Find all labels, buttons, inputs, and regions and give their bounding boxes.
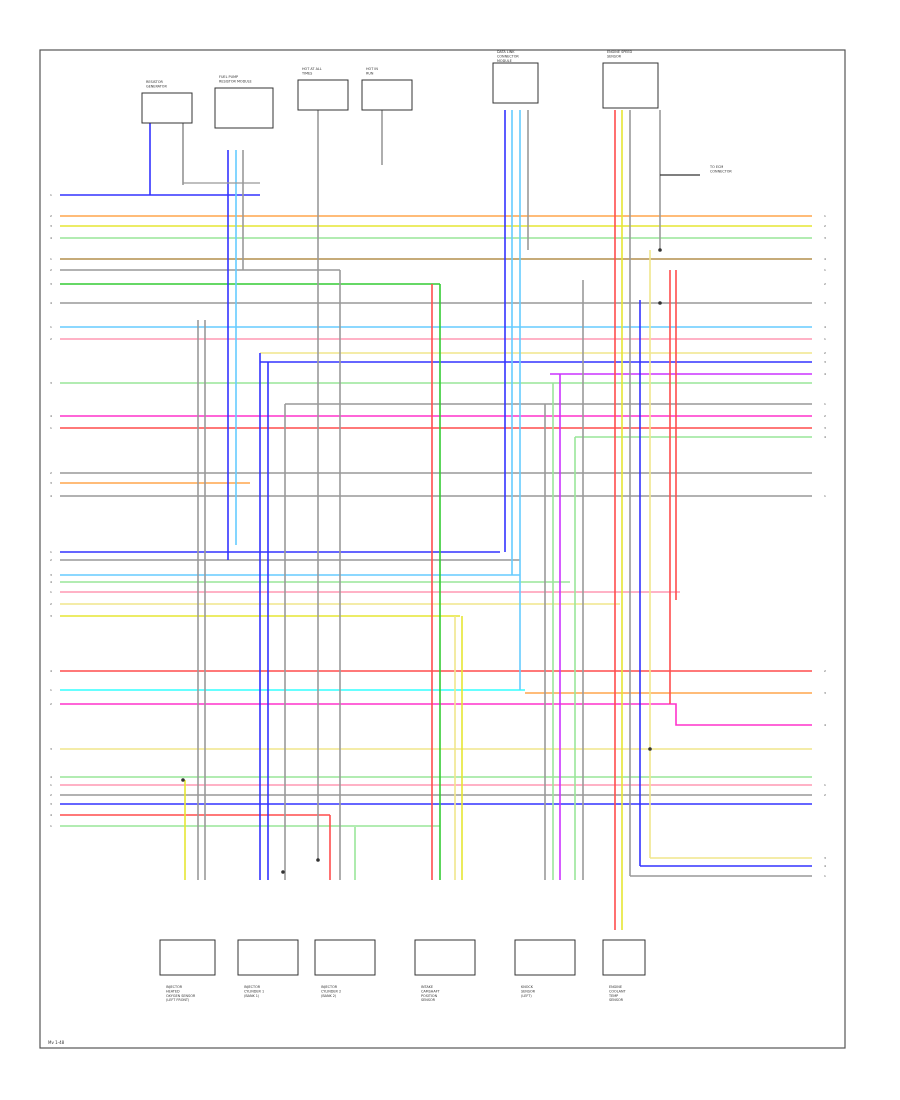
splice-dot bbox=[316, 858, 320, 862]
page-code: Mv 1-48 bbox=[48, 1040, 65, 1045]
pin-number: 2 bbox=[824, 414, 826, 418]
bottom-component-b1 bbox=[159, 939, 216, 976]
pin-number: 1 bbox=[50, 325, 52, 329]
top-component-c6 bbox=[602, 62, 659, 109]
pin-number: 3 bbox=[50, 747, 52, 751]
pin-number: 4 bbox=[50, 813, 52, 817]
pin-number: 4 bbox=[824, 723, 826, 727]
pin-number: 3 bbox=[50, 614, 52, 618]
pin-number: 3 bbox=[50, 381, 52, 385]
top-component-c5 bbox=[492, 62, 539, 104]
splice-dot bbox=[658, 301, 662, 305]
pin-number: 2 bbox=[824, 351, 826, 355]
top-component-c1 bbox=[141, 92, 193, 124]
pin-number: 2 bbox=[50, 214, 52, 218]
pin-number: 1 bbox=[50, 193, 52, 197]
pin-number: 2 bbox=[50, 558, 52, 562]
pin-number: 3 bbox=[50, 224, 52, 228]
pin-number: 2 bbox=[824, 669, 826, 673]
pin-number: 4 bbox=[824, 864, 826, 868]
pin-number: 3 bbox=[50, 802, 52, 806]
pin-number: 4 bbox=[824, 325, 826, 329]
pin-number: 2 bbox=[50, 471, 52, 475]
pin-number: 1 bbox=[50, 590, 52, 594]
pin-number: 1 bbox=[824, 494, 826, 498]
splice-dot bbox=[648, 747, 652, 751]
wire-group bbox=[60, 95, 812, 930]
pin-number: 4 bbox=[50, 580, 52, 584]
pin-number: 1 bbox=[50, 783, 52, 787]
bottom-component-b3 bbox=[314, 939, 376, 976]
splice-dot bbox=[281, 870, 285, 874]
splice-dot bbox=[658, 248, 662, 252]
pin-number: 1 bbox=[824, 783, 826, 787]
pin-number: 2 bbox=[50, 793, 52, 797]
pin-number: 2 bbox=[50, 337, 52, 341]
pin-number: 1 bbox=[824, 337, 826, 341]
pin-number: 2 bbox=[50, 602, 52, 606]
pin-number: 3 bbox=[50, 282, 52, 286]
pin-number: 4 bbox=[50, 669, 52, 673]
splice-dot bbox=[181, 778, 185, 782]
pin-number: 1 bbox=[824, 214, 826, 218]
pin-number: 1 bbox=[50, 426, 52, 430]
top-component-c4 bbox=[361, 79, 413, 111]
bottom-component-b5 bbox=[514, 939, 576, 976]
pin-number: 1 bbox=[50, 824, 52, 828]
pin-number: 1 bbox=[824, 268, 826, 272]
pin-number: 3 bbox=[50, 573, 52, 577]
pin-number: 1 bbox=[824, 874, 826, 878]
pin-number: 4 bbox=[50, 775, 52, 779]
pin-number: 2 bbox=[824, 793, 826, 797]
pin-number: 3 bbox=[824, 301, 826, 305]
bottom-component-b6 bbox=[602, 939, 646, 976]
pin-number: 4 bbox=[50, 494, 52, 498]
pin-number: 2 bbox=[50, 268, 52, 272]
harness-wire bbox=[182, 120, 260, 184]
diagram-frame bbox=[39, 49, 846, 1049]
pin-number: 1 bbox=[50, 688, 52, 692]
pin-number: 4 bbox=[824, 257, 826, 261]
pin-number: 1 bbox=[824, 402, 826, 406]
pin-number: 4 bbox=[50, 414, 52, 418]
pin-number: 4 bbox=[50, 236, 52, 240]
pin-number: 3 bbox=[824, 236, 826, 240]
top-component-c2 bbox=[214, 87, 274, 129]
pin-number: 4 bbox=[824, 435, 826, 439]
pin-number: 2 bbox=[824, 282, 826, 286]
pin-number: 3 bbox=[50, 481, 52, 485]
top-component-c3 bbox=[297, 79, 349, 111]
pin-number: 3 bbox=[824, 691, 826, 695]
bottom-component-b4 bbox=[414, 939, 476, 976]
pin-number: 4 bbox=[50, 301, 52, 305]
pin-number: 3 bbox=[824, 426, 826, 430]
bottom-component-b2 bbox=[237, 939, 299, 976]
pin-number: 1 bbox=[50, 257, 52, 261]
pin-number: 1 bbox=[50, 550, 52, 554]
pin-number: 3 bbox=[824, 360, 826, 364]
pin-number: 4 bbox=[824, 372, 826, 376]
pin-number: 2 bbox=[824, 224, 826, 228]
pin-number: 2 bbox=[50, 702, 52, 706]
pin-number: 3 bbox=[824, 856, 826, 860]
bus-wire bbox=[670, 703, 812, 726]
